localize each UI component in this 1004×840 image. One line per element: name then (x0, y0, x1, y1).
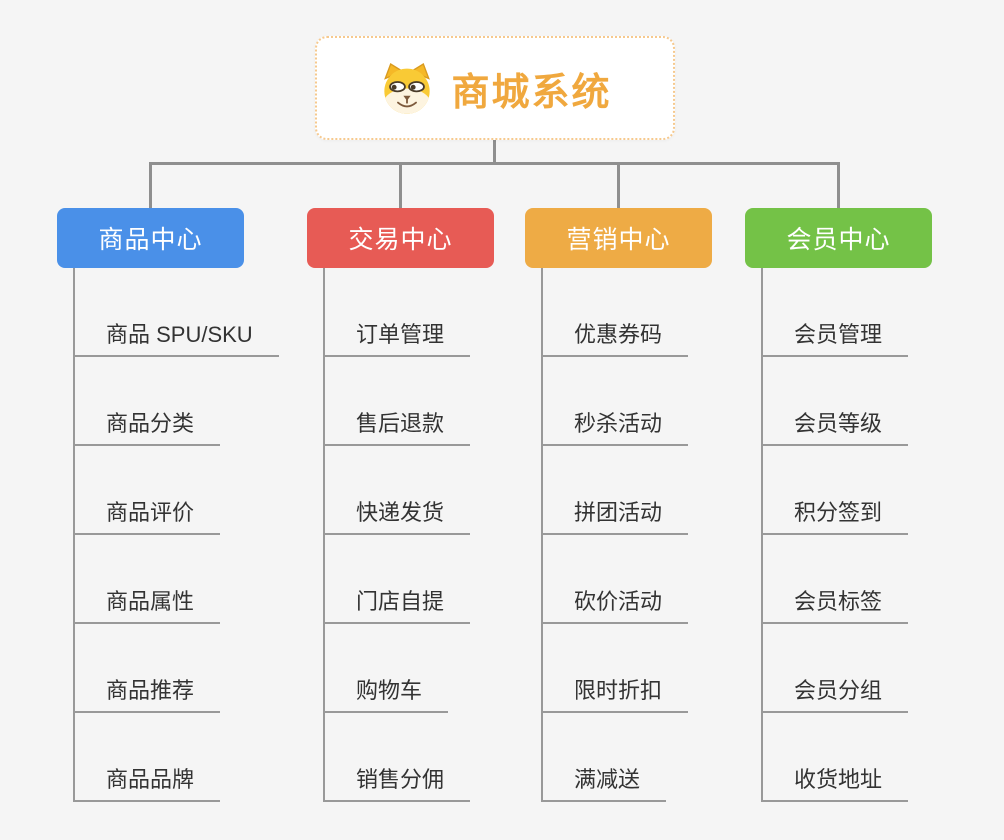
column-marketing-center: 营销中心 优惠券码 秒杀活动 拼团活动 砍价活动 限时折扣 满减送 (525, 208, 775, 802)
topic-label[interactable]: 商品属性 (75, 591, 221, 624)
topic-item: 商品品牌 (75, 713, 307, 802)
topic-label[interactable]: 积分签到 (763, 502, 909, 535)
topic-item: 会员标签 (763, 535, 995, 624)
topic-item: 快递发货 (325, 446, 557, 535)
column-trade-center: 交易中心 订单管理 售后退款 快递发货 门店自提 购物车 销售分佣 (307, 208, 557, 802)
topic-label[interactable]: 砍价活动 (543, 591, 689, 624)
topic-item: 优惠券码 (543, 268, 775, 357)
topic-label[interactable]: 拼团活动 (543, 502, 689, 535)
topic-item: 满减送 (543, 713, 775, 802)
topic-label[interactable]: 商品评价 (75, 502, 221, 535)
topic-label[interactable]: 商品 SPU/SKU (75, 324, 279, 357)
topic-item: 订单管理 (325, 268, 557, 357)
topic-label[interactable]: 收货地址 (763, 769, 909, 802)
column-member-center: 会员中心 会员管理 会员等级 积分签到 会员标签 会员分组 收货地址 (745, 208, 995, 802)
branch-node-marketing-center[interactable]: 营销中心 (525, 208, 712, 268)
connector-drop-marketing (617, 164, 620, 208)
connector-drop-member (837, 164, 840, 208)
topic-item: 门店自提 (325, 535, 557, 624)
topic-item: 秒杀活动 (543, 357, 775, 446)
topic-item: 销售分佣 (325, 713, 557, 802)
root-title: 商城系统 (451, 71, 612, 114)
topic-label[interactable]: 商品分类 (75, 413, 221, 446)
topic-item: 商品分类 (75, 357, 307, 446)
branch-node-trade-center[interactable]: 交易中心 (307, 208, 494, 268)
topic-item: 砍价活动 (543, 535, 775, 624)
topic-label[interactable]: 商品推荐 (75, 680, 221, 713)
topic-label[interactable]: 满减送 (543, 769, 667, 802)
topic-list-member: 会员管理 会员等级 积分签到 会员标签 会员分组 收货地址 (761, 268, 995, 802)
topic-label[interactable]: 售后退款 (325, 413, 471, 446)
topic-label[interactable]: 限时折扣 (543, 680, 689, 713)
connector-root-drop (493, 140, 496, 164)
topic-label[interactable]: 销售分佣 (325, 769, 471, 802)
topic-item: 商品评价 (75, 446, 307, 535)
topic-label[interactable]: 门店自提 (325, 591, 471, 624)
topic-list-trade: 订单管理 售后退款 快递发货 门店自提 购物车 销售分佣 (323, 268, 557, 802)
topic-label[interactable]: 优惠券码 (543, 324, 689, 357)
topic-item: 商品推荐 (75, 624, 307, 713)
branch-node-member-center[interactable]: 会员中心 (745, 208, 932, 268)
topic-item: 会员等级 (763, 357, 995, 446)
topic-label[interactable]: 订单管理 (325, 324, 471, 357)
topic-label[interactable]: 会员管理 (763, 324, 909, 357)
branch-node-product-center[interactable]: 商品中心 (57, 208, 244, 268)
topic-item: 限时折扣 (543, 624, 775, 713)
topic-item: 商品属性 (75, 535, 307, 624)
topic-item: 积分签到 (763, 446, 995, 535)
topic-label[interactable]: 购物车 (325, 680, 449, 713)
topic-item: 会员管理 (763, 268, 995, 357)
column-product-center: 商品中心 商品 SPU/SKU 商品分类 商品评价 商品属性 商品推荐 商品品牌 (57, 208, 307, 802)
topic-list-product: 商品 SPU/SKU 商品分类 商品评价 商品属性 商品推荐 商品品牌 (73, 268, 307, 802)
topic-item: 拼团活动 (543, 446, 775, 535)
topic-label[interactable]: 会员标签 (763, 591, 909, 624)
topic-label[interactable]: 会员分组 (763, 680, 909, 713)
topic-label[interactable]: 快递发货 (325, 502, 471, 535)
connector-drop-product (149, 164, 152, 208)
topic-label[interactable]: 秒杀活动 (543, 413, 689, 446)
connector-horizontal-bus (149, 162, 840, 165)
topic-item: 售后退款 (325, 357, 557, 446)
root-node[interactable]: 商城系统 (315, 36, 675, 140)
topic-item: 收货地址 (763, 713, 995, 802)
topic-list-marketing: 优惠券码 秒杀活动 拼团活动 砍价活动 限时折扣 满减送 (541, 268, 775, 802)
topic-label[interactable]: 会员等级 (763, 413, 909, 446)
topic-item: 商品 SPU/SKU (75, 268, 307, 357)
topic-item: 购物车 (325, 624, 557, 713)
connector-drop-trade (399, 164, 402, 208)
topic-item: 会员分组 (763, 624, 995, 713)
topic-label[interactable]: 商品品牌 (75, 769, 221, 802)
shiba-dog-icon (384, 62, 431, 114)
